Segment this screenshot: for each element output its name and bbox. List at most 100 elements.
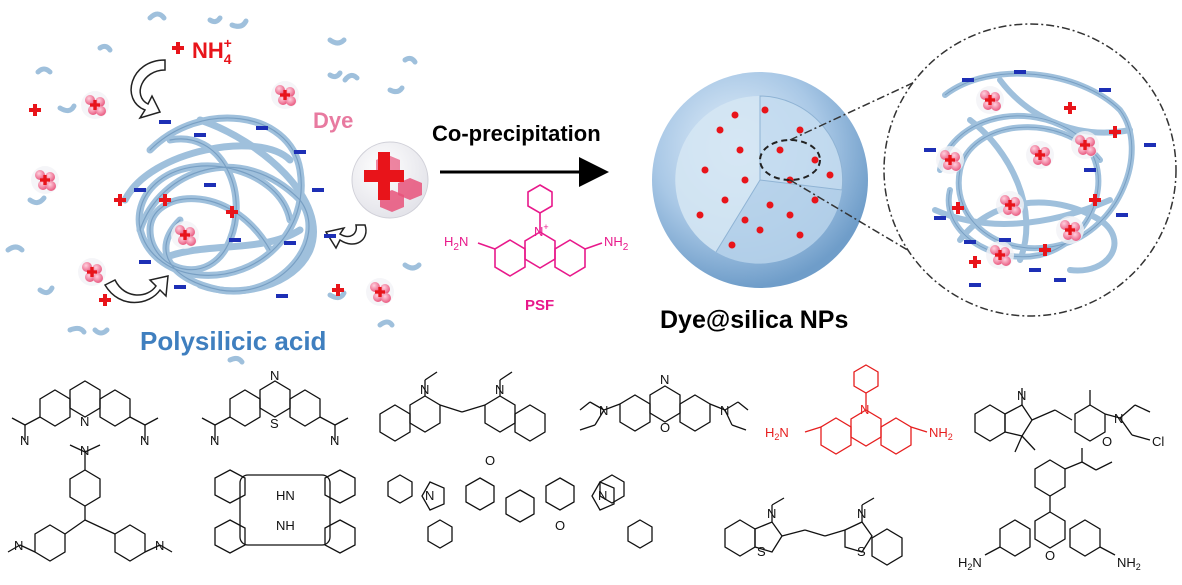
cy-n-right: N: [495, 382, 504, 397]
dye-clusters: [29, 81, 394, 306]
plus-charge-icon: [29, 104, 41, 116]
svg-text:NH2: NH2: [1117, 555, 1141, 572]
plus-charge-icon: [995, 250, 1005, 260]
svg-text:NH2: NH2: [929, 425, 953, 442]
rh-h-sub: 2: [967, 562, 972, 572]
polymer-label: Polysilicic acid: [140, 326, 326, 356]
mb-n-top: N: [270, 368, 279, 383]
tz-n-left: N: [425, 488, 434, 503]
dye-cluster-icon: [936, 146, 964, 174]
acridine-n-right: N: [140, 433, 149, 448]
minus-charge-icon: [1116, 213, 1128, 217]
minus-charge-icon: [294, 150, 306, 154]
psf-red-h: H: [765, 425, 774, 440]
hc-n-amine: N: [1114, 411, 1123, 426]
silica-fragments: [5, 11, 422, 365]
minus-charge-icon: [1029, 268, 1041, 272]
svg-text:N+: N+: [534, 222, 549, 239]
psf-labels: H2N NH2 N+ PSF: [444, 222, 629, 314]
mb-s: S: [270, 416, 279, 431]
structure-phthalocyanine: [214, 469, 356, 554]
minus-charge-icon: [324, 234, 336, 238]
minus-charge-icon: [174, 285, 186, 289]
tc-s-left: S: [757, 544, 766, 559]
acridine-n: N: [80, 414, 89, 429]
tz-n-right: N: [598, 488, 607, 503]
dye-cluster-icon: [78, 258, 106, 286]
ox-n-left: N: [599, 403, 608, 418]
psf-red-nh: NH: [929, 425, 948, 440]
minus-charge-icon: [194, 133, 206, 137]
minus-charge-icon: [229, 238, 241, 242]
structure-atom-labels: N N N N S N N N N N O N N N H2N NH2 N N …: [14, 368, 1164, 572]
ammonium-text: NH: [192, 38, 224, 63]
cv-n-right: N: [155, 538, 164, 553]
structure-methylene-blue: [201, 380, 349, 440]
psf-red-h-sub: 2: [774, 432, 779, 442]
plus-charge-icon: [226, 206, 238, 218]
plus-charge-icon: [985, 95, 995, 105]
pc-nh: NH: [276, 518, 295, 533]
psf-ring-n: N: [534, 224, 543, 239]
psf-h-sub: 2: [453, 242, 459, 253]
structure-hemicyanine: [974, 388, 1151, 453]
cv-n-top: N: [80, 443, 89, 458]
plus-charge-icon: [99, 294, 111, 306]
dye-cluster-icon: [1071, 131, 1099, 159]
rh-o: O: [1045, 548, 1055, 563]
minus-charge-icon: [284, 241, 296, 245]
svg-text:NH4+: NH4+: [192, 35, 232, 67]
plus-charge-icon: [952, 202, 964, 214]
dye-structures: [7, 364, 1151, 566]
plus-charge-icon: [1065, 225, 1075, 235]
plus-charge-icon: [87, 267, 97, 277]
plus-charge-icon: [180, 230, 190, 240]
structure-crystal-violet: [7, 444, 173, 562]
psf-h: H: [444, 234, 453, 249]
plus-charge-icon: [332, 284, 344, 296]
structure-psf-red: [804, 364, 928, 455]
plus-charge-icon: [1005, 200, 1015, 210]
minus-charge-icon: [1054, 278, 1066, 282]
hc-cl: Cl: [1152, 434, 1164, 449]
structure-rhodamine: [984, 448, 1116, 557]
plus-charge-icon: [114, 194, 126, 206]
arrow-icon: [103, 59, 367, 304]
rh-h: H: [958, 555, 967, 570]
tz-o-bottom: O: [555, 518, 565, 533]
svg-text:H2N: H2N: [444, 234, 468, 253]
plus-charge-icon: [969, 256, 981, 268]
structure-tetrazolium: [387, 474, 653, 549]
dye-cluster-icon: [366, 278, 394, 306]
structure-cyanine: [379, 371, 546, 442]
dye-cluster-icon: [81, 91, 109, 119]
psf-n: N: [459, 234, 468, 249]
minus-charge-icon: [159, 120, 171, 124]
cy-n-left: N: [420, 382, 429, 397]
dye-cluster-icon: [986, 241, 1014, 269]
plus-charge-icon: [90, 100, 100, 110]
tz-o-top: O: [485, 453, 495, 468]
psf-label: PSF: [525, 297, 554, 314]
svg-text:NH2: NH2: [604, 234, 629, 253]
minus-charge-icon: [964, 240, 976, 244]
minus-charge-icon: [1084, 168, 1096, 172]
plus-charge-icon: [1080, 140, 1090, 150]
dye-cluster-icon: [996, 191, 1024, 219]
minus-charge-icon: [139, 260, 151, 264]
mb-n-left: N: [210, 433, 219, 448]
minus-charge-icon: [256, 126, 268, 130]
structure-thiacyanine: [724, 497, 903, 566]
dye-cluster-icon: [1026, 141, 1054, 169]
product-label: Dye@silica NPs: [660, 306, 848, 334]
rh-nh-sub: 2: [1136, 562, 1141, 572]
dye-label: Dye: [313, 108, 353, 133]
ammonium-sub: 4: [224, 51, 232, 67]
svg-text:H2N: H2N: [765, 425, 789, 442]
minus-charge-icon: [934, 216, 946, 220]
hc-n: N: [1017, 388, 1026, 403]
plus-charge-icon: [280, 90, 290, 100]
psf-red-n: N: [860, 402, 869, 417]
